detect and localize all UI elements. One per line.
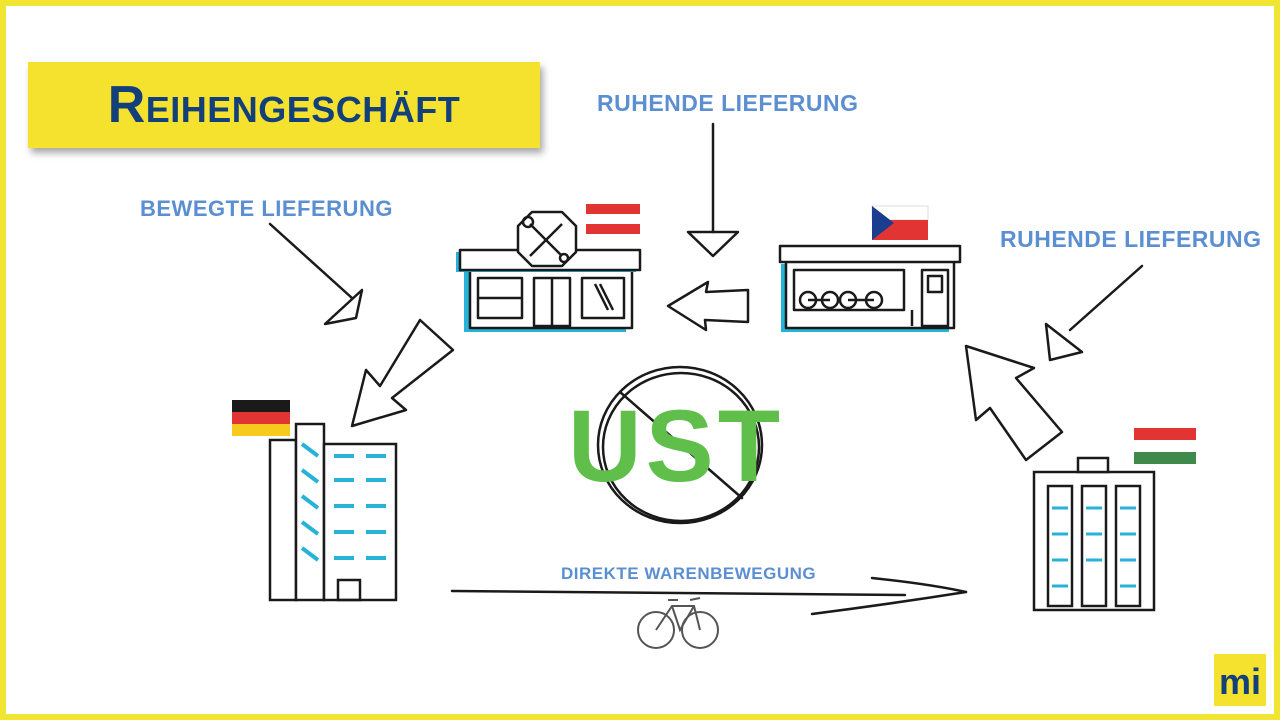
ust-text: UST [568, 389, 784, 503]
arrow-direkte-warenbewegung [450, 576, 968, 616]
hungary-flag-icon [1134, 428, 1196, 464]
arrow-ruhende-top-pointer [686, 122, 740, 258]
czech-bike-shop [778, 205, 962, 332]
germany-flag-icon [232, 400, 290, 436]
austria-flag-icon [586, 204, 640, 234]
austria-tool-shop [456, 204, 642, 332]
label-ruhende-lieferung-right: RUHENDE LIEFERUNG [1000, 226, 1262, 252]
arrow-hungary-to-czech [964, 344, 1064, 462]
label-direkte-warenbewegung: DIREKTE WARENBEWEGUNG [561, 564, 817, 583]
page-title: Reihengeschäft [107, 76, 461, 134]
brand-logo: mi [1214, 654, 1266, 706]
tools-icon [516, 210, 578, 268]
label-bewegte-lieferung: BEWEGTE LIEFERUNG [140, 196, 393, 221]
title-badge: Reihengeschäft [28, 62, 540, 148]
logo-text: mi [1219, 661, 1261, 702]
ust-prohibition-sign [596, 365, 764, 525]
diagram-drawing: UST [232, 122, 1196, 649]
bicycle-icon [637, 597, 719, 649]
hungary-building [1032, 428, 1196, 612]
arrow-czech-to-austria [666, 280, 750, 332]
label-ruhende-lieferung-top: RUHENDE LIEFERUNG [597, 90, 859, 116]
czech-flag-icon [871, 205, 929, 240]
arrow-bewegte-pointer [268, 222, 364, 326]
arrow-ruhende-right-pointer [1044, 264, 1144, 362]
germany-building [232, 400, 398, 602]
arrow-austria-to-germany [350, 318, 455, 428]
